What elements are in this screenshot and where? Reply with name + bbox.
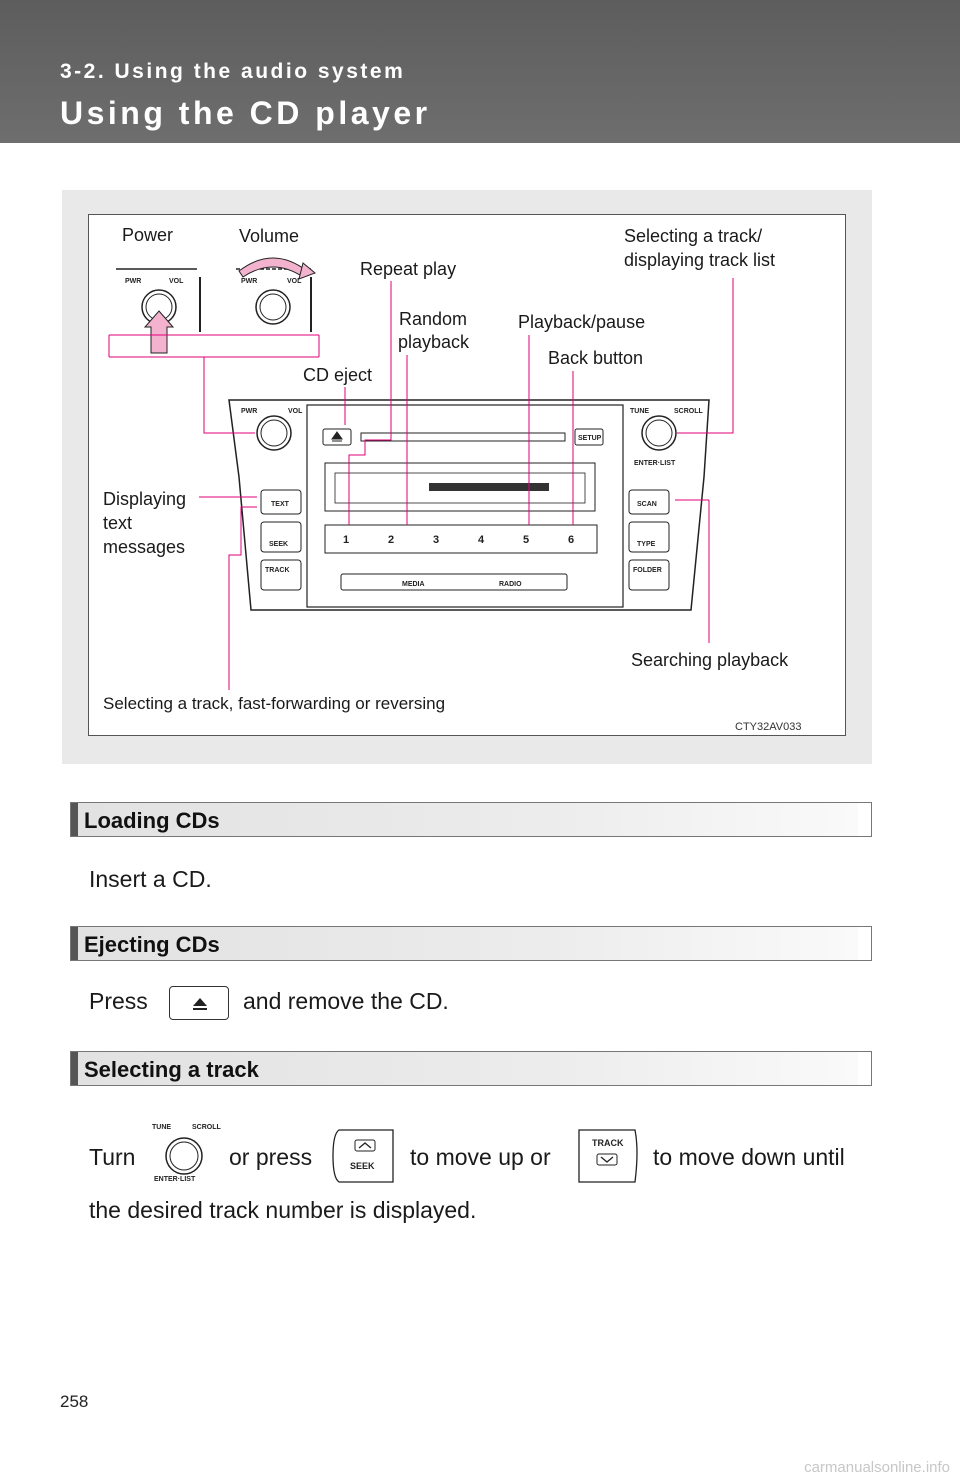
section-heading-selecting: Selecting a track (70, 1051, 872, 1086)
inset-volume-knob (255, 289, 291, 325)
track-button-label: TRACK (265, 567, 290, 574)
selecting-move-up-text: to move up or (410, 1144, 551, 1170)
volume-label: Volume (239, 226, 299, 246)
inset-pwr-label-2: PWR (241, 278, 257, 285)
inset-vol-label: VOL (169, 278, 184, 285)
rotate-arrow-icon (238, 257, 308, 278)
press-arrow-icon (143, 310, 175, 354)
section-title: Selecting a track (84, 1057, 259, 1082)
preset-2: 2 (388, 534, 394, 546)
head-unit: PWR VOL TEXT SEEK TRACK TUNE SCROLL ENTE… (228, 399, 710, 611)
section-heading-loading: Loading CDs (70, 802, 872, 837)
playback-pause-label: Playback/pause (518, 312, 645, 332)
section-number: 3-2. Using the audio system (60, 60, 406, 83)
inset-pwr-label: PWR (125, 278, 141, 285)
unit-pwr-label: PWR (241, 408, 257, 415)
seek-button (260, 521, 302, 553)
media-button-label: MEDIA (402, 581, 425, 588)
power-label: Power (122, 225, 173, 245)
text-button-label: TEXT (271, 501, 290, 508)
displaying-text-label-line1: Displaying (103, 489, 186, 509)
eject-icon (193, 998, 207, 1006)
track-icon-label: TRACK (592, 1138, 624, 1148)
chevron-up-icon (358, 1142, 372, 1149)
back-button-label: Back button (548, 348, 643, 368)
searching-playback-label: Searching playback (631, 650, 789, 670)
chevron-down-icon (600, 1156, 614, 1163)
unit-tune-label: TUNE (630, 408, 649, 415)
cd-eject-label: CD eject (303, 365, 372, 385)
random-label-line2: playback (398, 332, 470, 352)
scan-button (628, 489, 670, 515)
radio-button-label: RADIO (499, 581, 522, 588)
scroll-label: SCROLL (192, 1124, 222, 1131)
selecting-turn-text: Turn (89, 1144, 136, 1170)
tune-label: TUNE (152, 1124, 171, 1131)
ejecting-body-after: and remove the CD. (243, 988, 449, 1014)
folder-button (628, 559, 670, 591)
selecting-track-label-line2: displaying track list (624, 250, 775, 270)
setup-button-label: SETUP (578, 435, 602, 442)
seek-button-label: SEEK (269, 541, 288, 548)
text-button (260, 489, 302, 515)
track-button-illustration: TRACK (578, 1129, 638, 1183)
selecting-or-press-text: or press (229, 1144, 313, 1170)
seek-button-illustration: SEEK (332, 1129, 394, 1183)
enter-list-label: ENTER·LIST (154, 1176, 196, 1183)
unit-enter-list-label: ENTER·LIST (634, 460, 676, 467)
unit-power-volume-knob (256, 415, 292, 451)
section-title: Ejecting CDs (84, 932, 220, 957)
unit-vol-label: VOL (288, 408, 303, 415)
figure-id: CTY32AV033 (735, 721, 801, 733)
loading-body: Insert a CD. (89, 866, 212, 892)
type-button (628, 521, 670, 553)
preset-buttons (324, 524, 598, 554)
eject-button-illustration (169, 986, 229, 1020)
cd-slot (360, 432, 566, 442)
displaying-text-label-line2: text (103, 513, 132, 533)
repeat-play-label: Repeat play (360, 259, 456, 279)
fast-forward-label: Selecting a track, fast-forwarding or re… (103, 694, 445, 713)
page-title: Using the CD player (60, 95, 431, 131)
tune-scroll-knob (641, 415, 677, 451)
section-title: Loading CDs (84, 808, 220, 833)
selecting-move-down-text: to move down until (653, 1144, 845, 1170)
ejecting-body-before: Press (89, 988, 148, 1014)
media-radio-bar (340, 573, 568, 591)
preset-4: 4 (478, 534, 485, 546)
seek-icon-label: SEEK (350, 1161, 375, 1171)
displaying-text-label-line3: messages (103, 537, 185, 557)
preset-3: 3 (433, 534, 439, 546)
preset-6: 6 (568, 534, 574, 546)
header-background (0, 0, 960, 143)
eject-icon (331, 431, 343, 442)
tune-scroll-knob-illustration: TUNE SCROLL ENTER·LIST (152, 1124, 222, 1183)
type-button-label: TYPE (637, 541, 656, 548)
display-segments (429, 483, 549, 491)
inset-vol-label-2: VOL (287, 278, 302, 285)
random-label-line1: Random (399, 309, 467, 329)
section-heading-ejecting: Ejecting CDs (70, 926, 872, 961)
unit-scroll-label: SCROLL (674, 408, 704, 415)
power-volume-inset: PWR VOL PWR VOL (108, 257, 320, 358)
cd-player-diagram: PWR VOL PWR VOL PWR VOL (88, 214, 846, 736)
preset-5: 5 (523, 534, 529, 546)
folder-button-label: FOLDER (633, 567, 662, 574)
track-button (260, 559, 302, 591)
selecting-track-label-line1: Selecting a track/ (624, 226, 762, 246)
setup-button (574, 428, 604, 446)
preset-1: 1 (343, 534, 349, 546)
page-header: 3-2. Using the audio system Using the CD… (0, 0, 960, 143)
selecting-line2: the desired track number is displayed. (89, 1197, 477, 1223)
watermark: carmanualsonline.info (804, 1459, 950, 1476)
callout-lines (199, 278, 734, 690)
scan-button-label: SCAN (637, 501, 657, 508)
page-number: 258 (60, 1392, 89, 1411)
